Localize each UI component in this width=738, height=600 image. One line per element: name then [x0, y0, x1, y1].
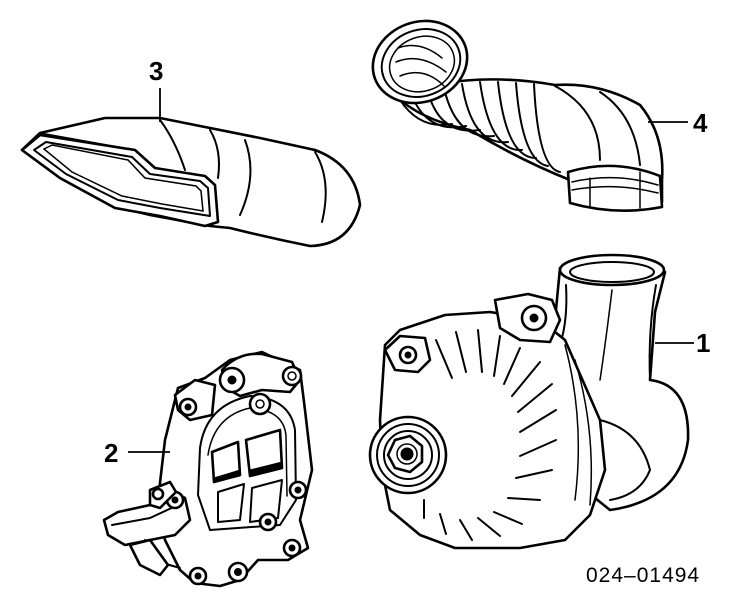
mounting-bracket-icon [102, 350, 314, 588]
callout-4: 4 [693, 108, 708, 138]
callout-2: 2 [104, 438, 118, 468]
bellows-hose-icon [371, 19, 664, 212]
air-duct-icon [20, 116, 362, 248]
callout-1: 1 [696, 328, 710, 358]
alternator-icon [368, 253, 690, 550]
document-number: 024–01494 [586, 564, 701, 587]
callout-3: 3 [149, 56, 163, 86]
